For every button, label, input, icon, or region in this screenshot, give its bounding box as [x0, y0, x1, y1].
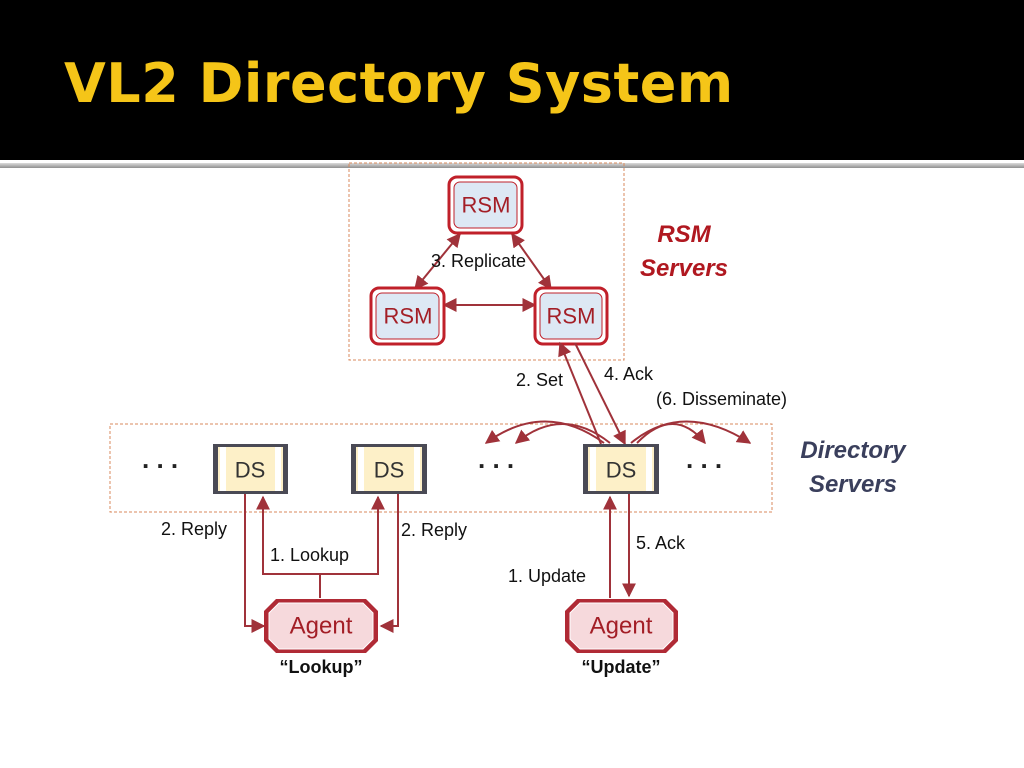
disseminate-arrow	[484, 420, 605, 444]
reply-right-label: 2. Reply	[401, 520, 467, 540]
replicate-arrow-right	[511, 232, 552, 291]
disseminate-arrow	[514, 423, 611, 444]
update-caption: “Update”	[581, 657, 660, 677]
rsm-node-left: RSM	[369, 286, 446, 346]
slide-title: VL2 Directory System	[64, 52, 734, 115]
lookup-label: 1. Lookup	[270, 545, 349, 565]
disseminate-arrow	[636, 423, 706, 445]
title-bar: VL2 Directory System	[0, 0, 1024, 160]
disseminate-label: (6. Disseminate)	[656, 389, 787, 409]
rsm-servers-label: RSM	[657, 221, 711, 248]
lookup-caption: “Lookup”	[280, 657, 363, 677]
agent-lookup: Agent	[264, 599, 378, 653]
update-label: 1. Update	[508, 566, 586, 586]
agent-label: Agent	[590, 613, 653, 640]
directory-servers-label: Directory	[800, 437, 907, 464]
rsm-node-top: RSM	[447, 175, 524, 235]
ds-node-1: DS	[213, 444, 288, 494]
ack-ds-label: 5. Ack	[636, 533, 686, 553]
rsm-node-label: RSM	[547, 304, 596, 329]
rsm-node-label: RSM	[462, 193, 511, 218]
ack-rsm-label: 4. Ack	[604, 364, 654, 384]
ds-node-label: DS	[374, 458, 405, 483]
directory-servers-label-line2: Servers	[809, 471, 897, 498]
reply-right-arrow	[379, 494, 399, 633]
set-arrow	[558, 341, 602, 445]
rsm-servers-label-line2: Servers	[640, 255, 728, 282]
ds-ellipsis: . . .	[142, 444, 178, 474]
ds-node-3: DS	[583, 444, 659, 494]
ds-node-label: DS	[235, 458, 266, 483]
lookup-arrow	[320, 495, 385, 575]
agent-label: Agent	[290, 613, 353, 640]
rsm-node-label: RSM	[384, 304, 433, 329]
ack-rsm-arrow	[574, 342, 626, 446]
lookup-arrow	[256, 495, 321, 598]
ds-group-box	[109, 423, 773, 513]
reply-left-arrow	[244, 494, 266, 633]
disseminate-arrow	[630, 420, 752, 444]
ds-node-label: DS	[606, 458, 637, 483]
set-label: 2. Set	[516, 370, 563, 390]
reply-left-label: 2. Reply	[161, 519, 227, 539]
ds-ellipsis: . . .	[478, 444, 514, 474]
ds-ellipsis: . . .	[686, 444, 722, 474]
rsm-node-right: RSM	[533, 286, 609, 346]
replicate-arrow-left	[414, 232, 461, 291]
replicate-label: 3. Replicate	[431, 251, 526, 271]
ds-node-2: DS	[351, 444, 427, 494]
agent-update: Agent	[565, 599, 678, 653]
rsm-group-box	[348, 162, 625, 361]
title-divider	[0, 163, 1024, 168]
